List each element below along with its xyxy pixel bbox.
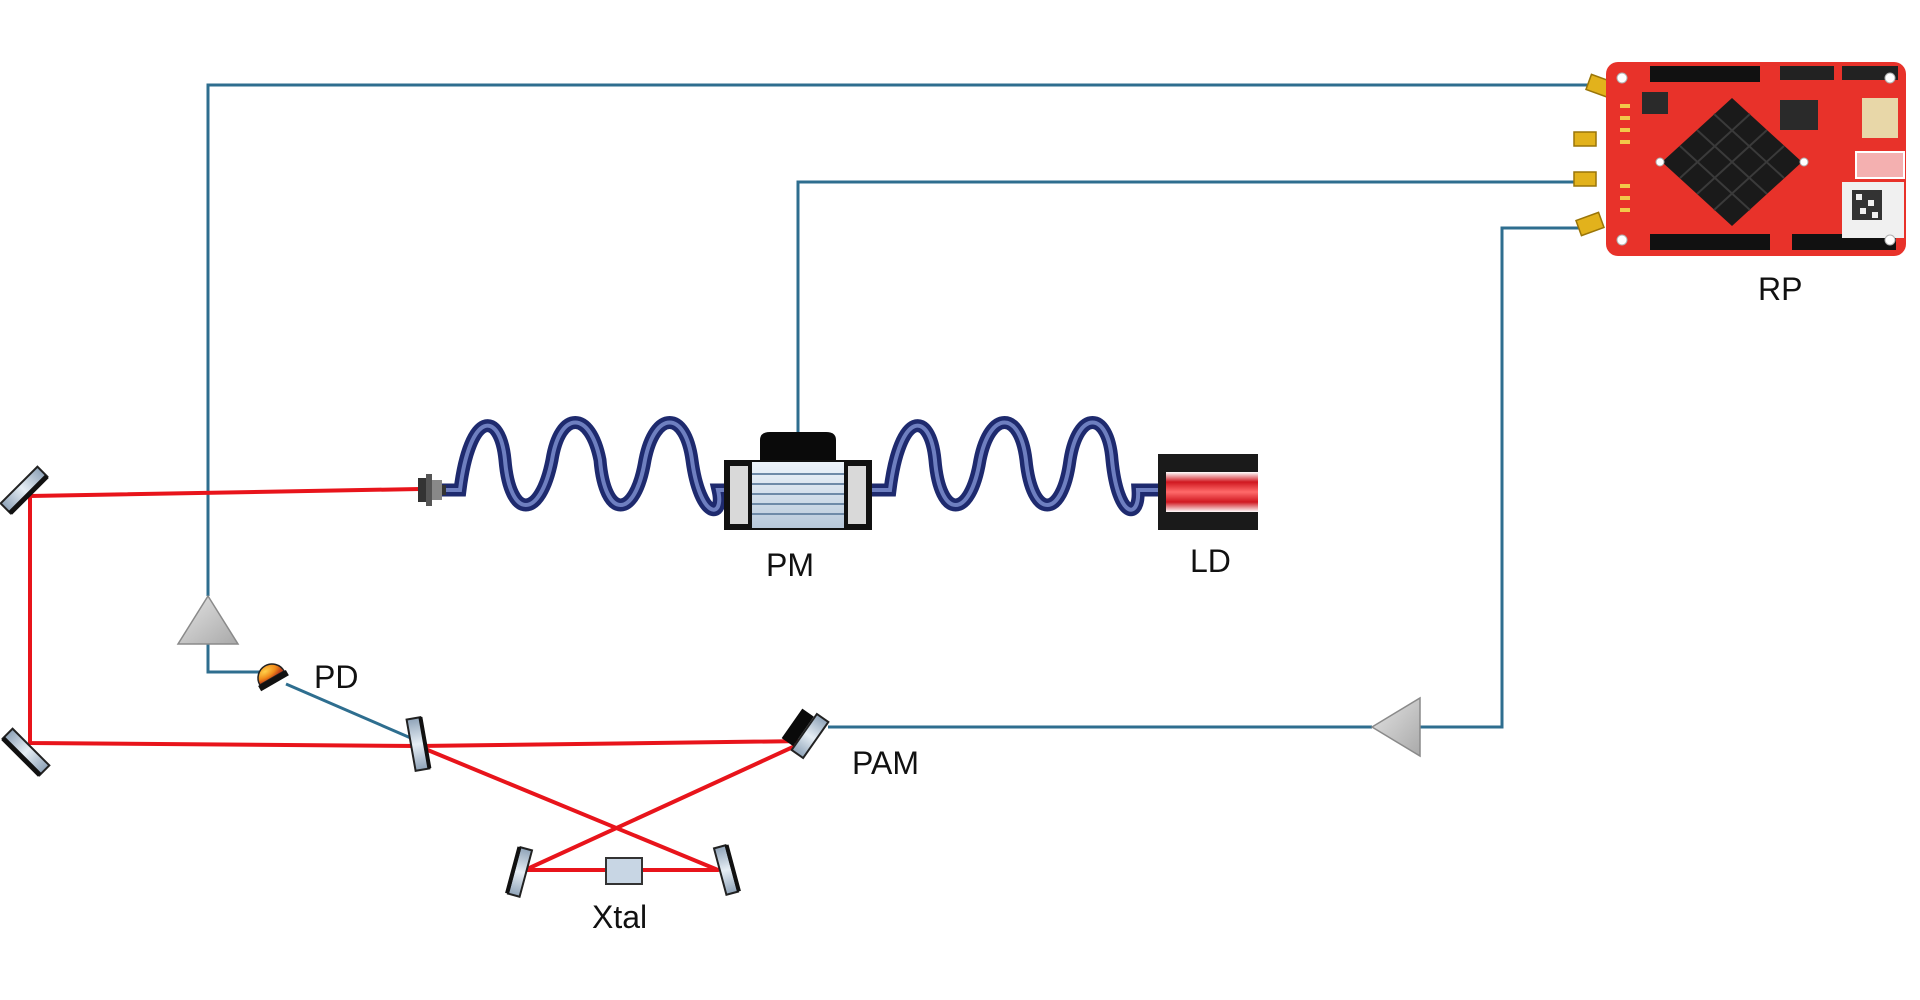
mirrors — [0, 465, 830, 898]
amplifier-pd — [176, 594, 240, 645]
amplifier-pam — [1370, 696, 1421, 758]
fiber-coil-left — [433, 416, 731, 516]
label-pd: PD — [314, 659, 358, 695]
fiber-coil-right — [865, 416, 1165, 516]
label-rp: RP — [1758, 271, 1802, 307]
laser-beam — [28, 487, 808, 872]
redpitaya-board — [1573, 62, 1906, 256]
label-ld: LD — [1190, 543, 1231, 579]
label-xtal: Xtal — [592, 899, 647, 935]
cavity-mirror-bottom-left — [505, 846, 534, 898]
mirror-bottom-left — [1, 727, 51, 777]
fiber-coils — [433, 416, 1165, 516]
cavity-mirror-bottom-right — [712, 844, 741, 896]
photodiode — [257, 663, 289, 692]
pam-mirror — [781, 708, 830, 760]
electrical-wires — [206, 83, 1592, 744]
beam-bowtie-cavity — [417, 739, 808, 872]
input-coupler-mirror — [405, 716, 432, 772]
wire-rp-to-pam-amplifier — [1418, 226, 1586, 729]
mirror-top-left — [0, 465, 49, 515]
nonlinear-crystal — [605, 857, 643, 885]
fiber-coil-left-highlight — [438, 420, 726, 512]
wire-pd-to-mirror — [285, 682, 421, 744]
fiber-coil-right-highlight — [870, 420, 1160, 512]
fiber-collimator — [418, 474, 446, 506]
label-pm: PM — [766, 547, 814, 583]
label-pam: PAM — [852, 745, 919, 781]
wire-rp-to-pd-amplifier — [206, 83, 1592, 596]
wire-amplifier-to-pd — [206, 640, 262, 674]
laser-diode — [1158, 454, 1258, 530]
beam-collimator-to-cavity — [28, 487, 421, 748]
phase-modulator — [724, 432, 872, 530]
wire-rp-to-pm — [796, 180, 1578, 440]
